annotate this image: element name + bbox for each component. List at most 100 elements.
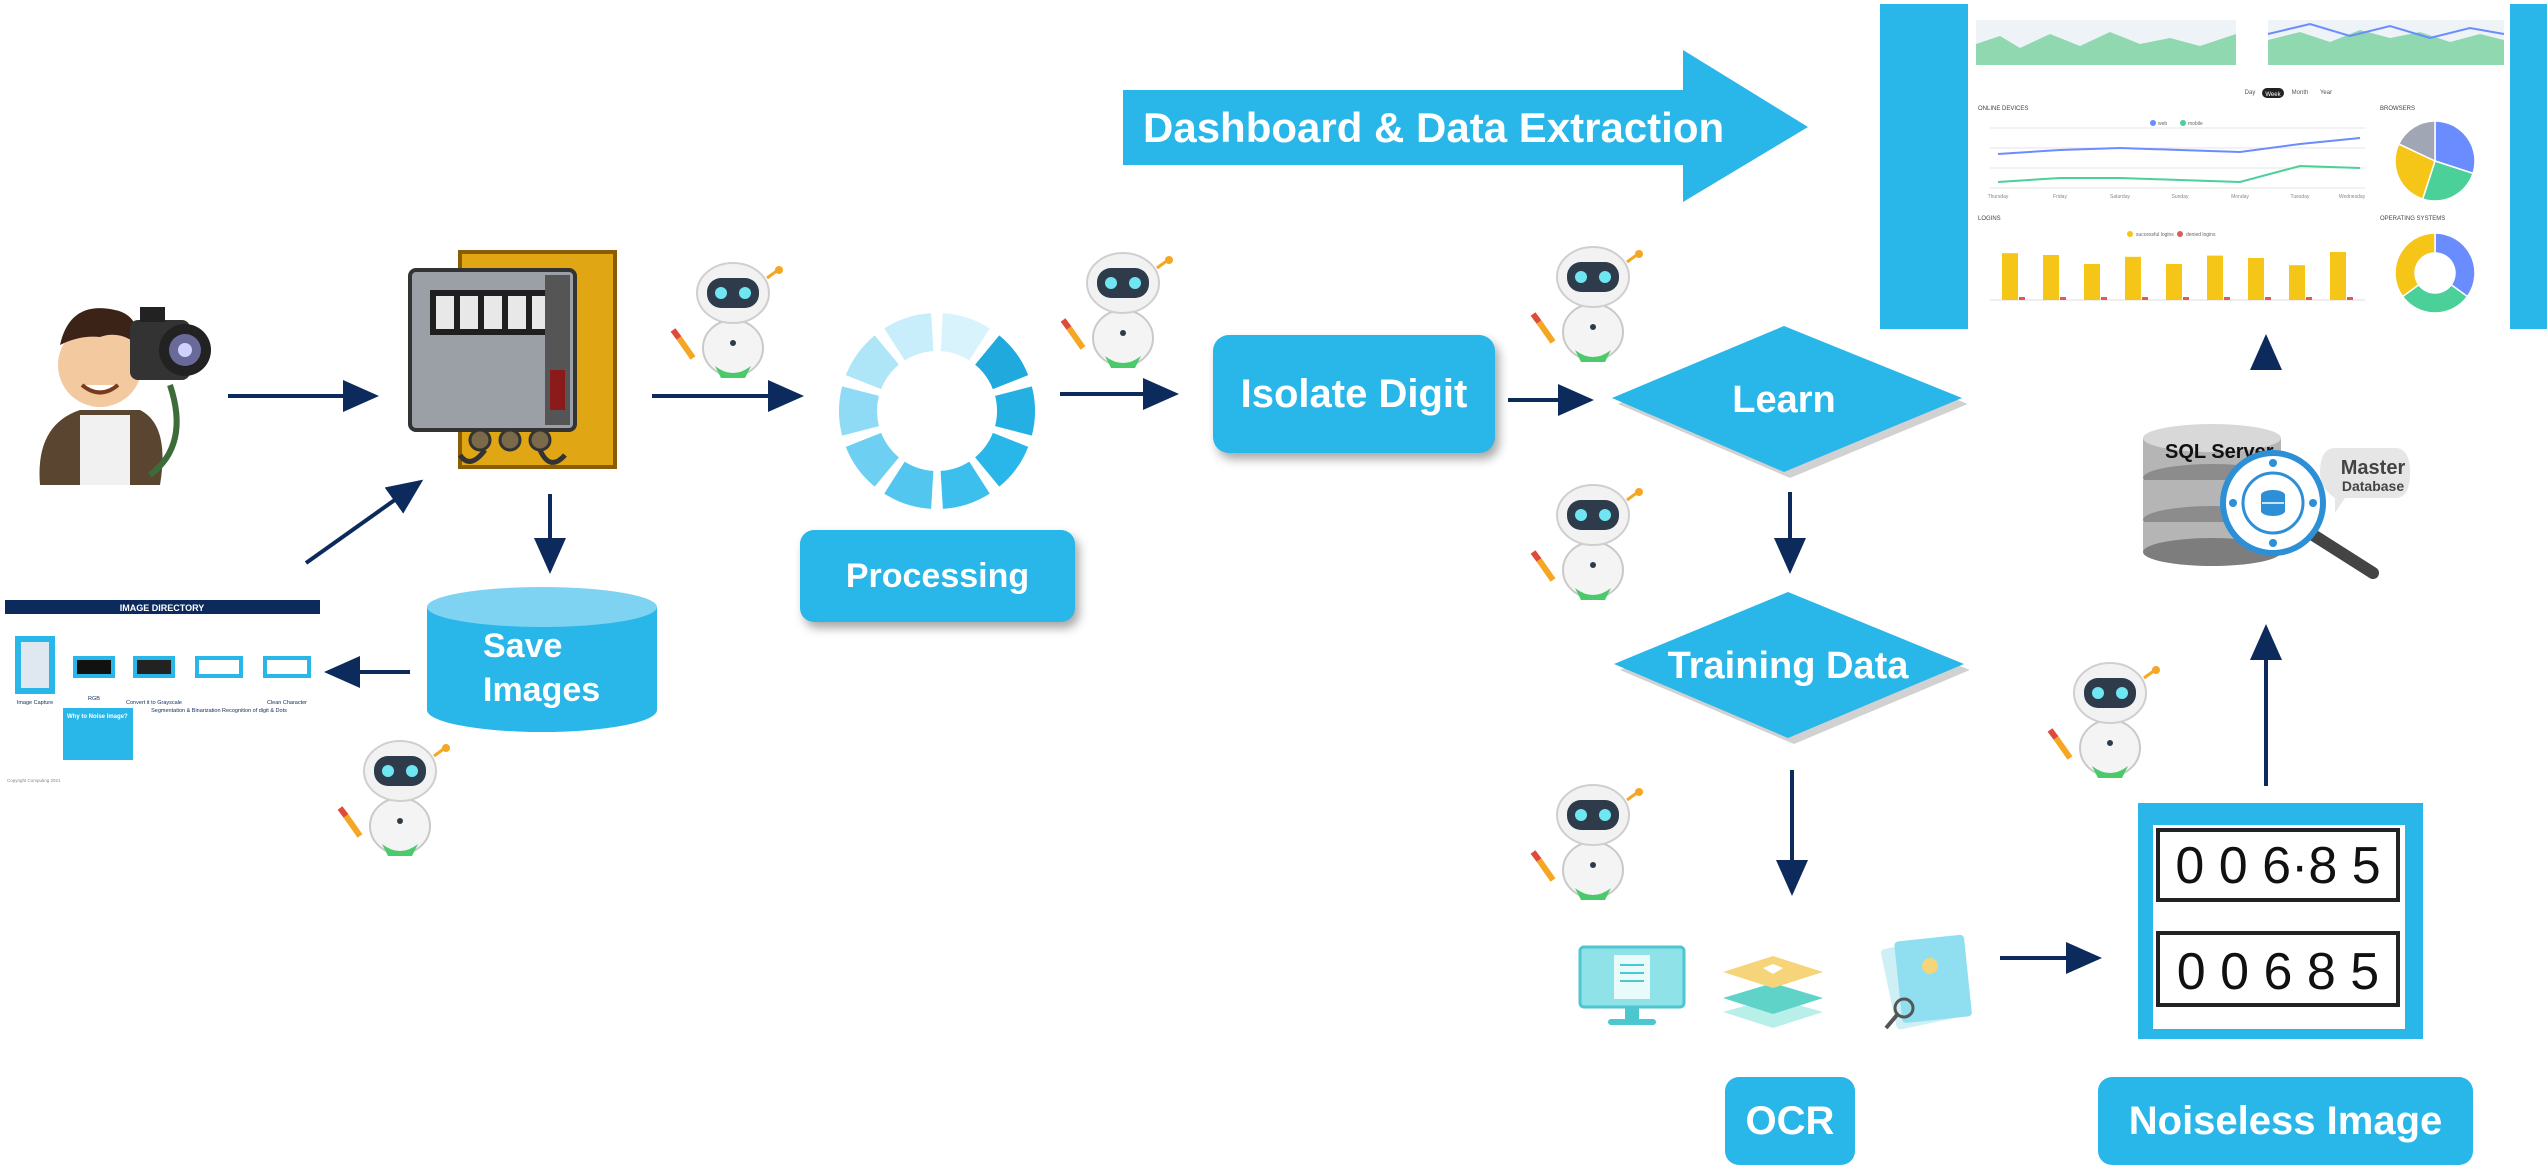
magnifier-icon	[2220, 450, 2379, 579]
svg-text:Sunday: Sunday	[2172, 194, 2189, 200]
pie-slice	[2394, 232, 2436, 298]
training-data-label: Training Data	[1668, 645, 1910, 687]
denied-bar	[2224, 297, 2230, 300]
robot-icon	[1058, 238, 1178, 378]
dir-footer: Copyright Computing 2021	[7, 778, 61, 783]
dash-tab-week: Week	[2265, 92, 2281, 98]
ring-segment	[975, 432, 1029, 487]
denied-bar	[2142, 297, 2148, 300]
noiseless-image-box: Noiseless Image	[2098, 1077, 2473, 1165]
svg-text:Saturday: Saturday	[2110, 194, 2131, 200]
svg-text:Tuesday: Tuesday	[2291, 194, 2310, 200]
save-images-cylinder: Save Images	[427, 587, 657, 732]
ocr-box: OCR	[1725, 1077, 1855, 1165]
sql-server-database: SQL Server Master Database	[2143, 424, 2410, 579]
dashboard-screenshot: Day Week Month Year ONLINE DEVICES BROWS…	[1880, 4, 2547, 329]
dash-section-online: ONLINE DEVICES	[1978, 106, 2028, 112]
ring-segment	[940, 461, 990, 509]
svg-text:Monday: Monday	[2231, 194, 2249, 200]
training-data-diamond: Training Data	[1614, 592, 1969, 744]
login-bar	[2125, 256, 2141, 300]
ring-segment	[975, 335, 1029, 390]
denied-bar	[2347, 297, 2353, 300]
noiseless-image-panel: 0 0 6·8 5 0 0 6 8 5	[2138, 803, 2423, 1039]
processing-label: Processing	[845, 556, 1030, 595]
login-bar	[2043, 255, 2059, 300]
login-bar	[2248, 258, 2264, 300]
learn-label: Learn	[1732, 379, 1835, 421]
ring-segment	[884, 461, 934, 509]
login-bar	[2289, 265, 2305, 300]
svg-text:Friday: Friday	[2053, 194, 2067, 200]
image-directory-title: IMAGE DIRECTORY	[120, 603, 205, 613]
denied-bar	[2060, 297, 2066, 300]
dir-callout: Why to Noise Image?	[67, 714, 128, 720]
ocr-label: OCR	[1745, 1098, 1835, 1143]
noisy-reading: 0 0 6·8 5	[2175, 837, 2380, 895]
processing-box: Processing	[800, 530, 1075, 622]
login-bar	[2207, 255, 2223, 300]
robot-icon	[2045, 648, 2165, 788]
ring-segment	[940, 313, 990, 361]
loading-ring-icon	[839, 313, 1035, 509]
monitor-icon	[1578, 945, 1686, 1025]
database-icon	[2143, 424, 2281, 566]
layers-icon	[1723, 956, 1823, 1028]
svg-text:Wednesday: Wednesday	[2339, 194, 2366, 200]
robot-icon	[335, 726, 455, 866]
dash-section-os: OPERATING SYSTEMS	[2380, 216, 2445, 222]
login-bar	[2002, 253, 2018, 300]
dashboard-arrow: Dashboard & Data Extraction	[1123, 50, 1808, 202]
dir-step-3: Convert it to Grayscale	[126, 700, 182, 706]
login-bar	[2330, 252, 2346, 300]
save-images-label-2: Images	[483, 671, 600, 709]
dash-section-browsers: BROWSERS	[2380, 106, 2415, 112]
robot-icon	[668, 248, 788, 388]
ring-segment	[995, 386, 1035, 436]
dash-tab-year: Year	[2320, 90, 2332, 96]
master-label: Master	[2341, 457, 2406, 479]
pie-slice	[2394, 142, 2436, 200]
login-bar	[2084, 264, 2100, 300]
denied-bar	[2265, 297, 2271, 300]
dash-tab-month: Month	[2292, 90, 2309, 96]
dash-legend-mobile: mobile	[2188, 121, 2203, 127]
image-directory-panel: IMAGE DIRECTORY Image Capture RGB Conver…	[5, 600, 320, 783]
ring-segment	[845, 432, 899, 487]
learn-diamond: Learn	[1612, 326, 1967, 478]
login-bar	[2166, 264, 2182, 300]
ring-segment	[884, 313, 934, 361]
noiseless-image-label: Noiseless Image	[2128, 1098, 2443, 1143]
ring-segment	[839, 386, 879, 436]
ring-segment	[845, 335, 899, 390]
clean-reading: 0 0 6 8 5	[2177, 943, 2379, 1001]
denied-bar	[2183, 297, 2189, 300]
denied-bar	[2019, 297, 2025, 300]
isolate-digit-box: Isolate Digit	[1213, 335, 1495, 453]
dir-step-5: Clean Character	[267, 700, 307, 706]
dir-step-4: Segmentation & Binarization Recognition …	[151, 708, 287, 714]
isolate-digit-label: Isolate Digit	[1240, 371, 1468, 416]
dashboard-arrow-label: Dashboard & Data Extraction	[1143, 104, 1724, 151]
denied-bar	[2101, 297, 2107, 300]
denied-bar	[2306, 297, 2312, 300]
svg-text:successful logins: successful logins	[2136, 232, 2174, 238]
photographer-icon	[39, 307, 211, 485]
dash-section-logins: LOGINS	[1978, 216, 2001, 222]
svg-text:denied logins: denied logins	[2186, 232, 2216, 238]
dash-tab-day: Day	[2245, 90, 2256, 96]
dir-step-2: RGB	[88, 696, 100, 702]
arrow-directory-to-meter	[304, 479, 424, 565]
pie-slice	[2397, 120, 2436, 163]
pie-slice	[2421, 160, 2474, 202]
dash-legend-web: web	[2158, 121, 2167, 127]
robot-icon	[1528, 770, 1648, 910]
dir-step-1: Image Capture	[17, 700, 53, 706]
database-label: Database	[2342, 478, 2404, 494]
pie-slice	[2434, 232, 2476, 298]
save-images-label-1: Save	[483, 627, 562, 665]
document-gear-icon	[1880, 934, 1972, 1030]
svg-text:Thursday: Thursday	[1988, 194, 2009, 200]
pie-slice	[2434, 120, 2476, 175]
